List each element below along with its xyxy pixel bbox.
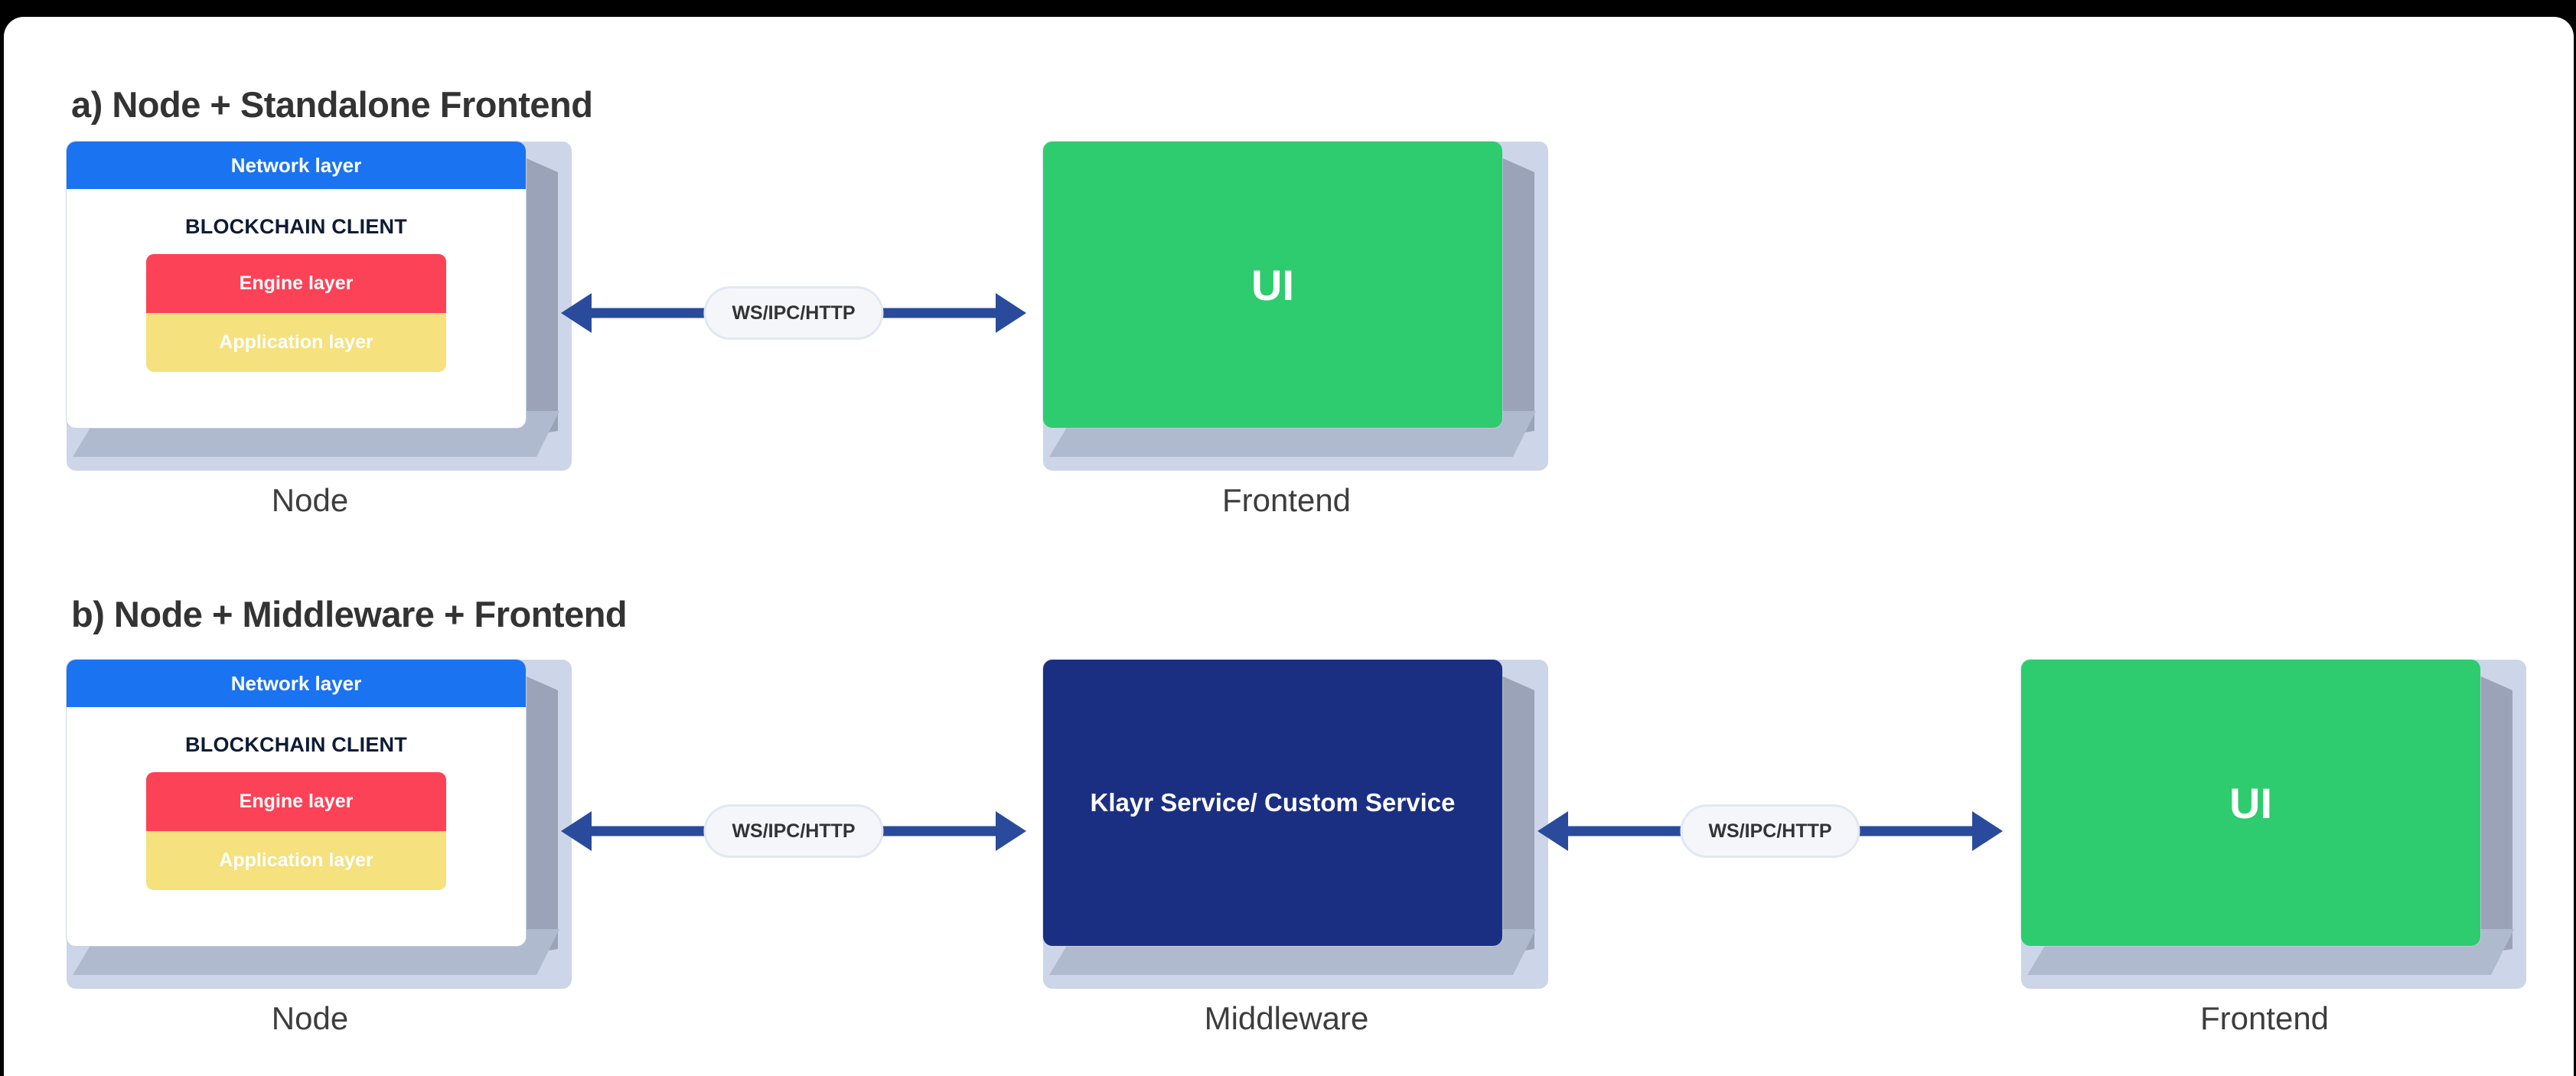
frontend-a-ui-label: UI [1043,142,1502,428]
section-b-connector-left: WS/IPC/HTTP [561,804,1026,858]
node-a-client-title: BLOCKCHAIN CLIENT [185,215,407,238]
node-b-side-face [520,673,558,955]
node-b-application-layer: Application layer [146,831,446,890]
node-b-body: BLOCKCHAIN CLIENT Engine layer Applicati… [67,707,526,946]
section-b-connector-left-label: WS/IPC/HTTP [703,804,884,858]
node-a-engine-layer: Engine layer [146,254,446,313]
arrow-head-left-icon [561,811,592,851]
node-b-front: Network layer BLOCKCHAIN CLIENT Engine l… [67,660,526,946]
arrow-head-left-icon [1537,811,1568,851]
arrow-head-right-icon [996,811,1026,851]
node-b-engine-layer: Engine layer [146,772,446,831]
frontend-a-side-face [1496,155,1534,437]
section-a-node-block: Network layer BLOCKCHAIN CLIENT Engine l… [67,142,572,471]
section-a-frontend-block: UI [1043,142,1548,471]
frontend-b-ui-label: UI [2021,660,2480,946]
section-b-node-caption: Node [271,1000,349,1036]
section-b-middleware-caption: Middleware [1204,1000,1369,1036]
node-a-network-layer: Network layer [67,142,526,189]
arrow-head-right-icon [1972,811,2003,851]
node-a-body: BLOCKCHAIN CLIENT Engine layer Applicati… [67,189,526,428]
diagram-canvas: a) Node + Standalone Frontend Network la… [4,17,2574,1076]
section-b-node-block: Network layer BLOCKCHAIN CLIENT Engine l… [67,660,572,989]
section-b-title: b) Node + Middleware + Frontend [71,594,628,634]
section-a-connector: WS/IPC/HTTP [561,286,1026,340]
section-b-connector-right: WS/IPC/HTTP [1537,804,2003,858]
node-b-layer-stack: Engine layer Application layer [146,772,446,890]
section-a-connector-label: WS/IPC/HTTP [703,286,884,340]
arrow-head-right-icon [996,293,1026,333]
section-a-frontend-caption: Frontend [1221,482,1352,518]
section-a-title: a) Node + Standalone Frontend [71,84,593,125]
section-b-frontend-caption: Frontend [2199,1000,2330,1036]
section-b-middleware-block: Klayr Service/ Custom Service [1043,660,1548,989]
node-b-client-title: BLOCKCHAIN CLIENT [185,733,407,756]
node-a-side-face [520,155,558,437]
section-b-frontend-block: UI [2021,660,2526,989]
section-a-node-caption: Node [271,482,349,518]
frontend-b-side-face [2474,673,2512,955]
middleware-side-face [1496,673,1534,955]
section-b-connector-right-label: WS/IPC/HTTP [1680,804,1860,858]
node-a-layer-stack: Engine layer Application layer [146,254,446,372]
middleware-label: Klayr Service/ Custom Service [1043,660,1502,946]
node-a-front: Network layer BLOCKCHAIN CLIENT Engine l… [67,142,526,428]
node-a-application-layer: Application layer [146,313,446,372]
node-b-network-layer: Network layer [67,660,526,707]
arrow-head-left-icon [561,293,592,333]
